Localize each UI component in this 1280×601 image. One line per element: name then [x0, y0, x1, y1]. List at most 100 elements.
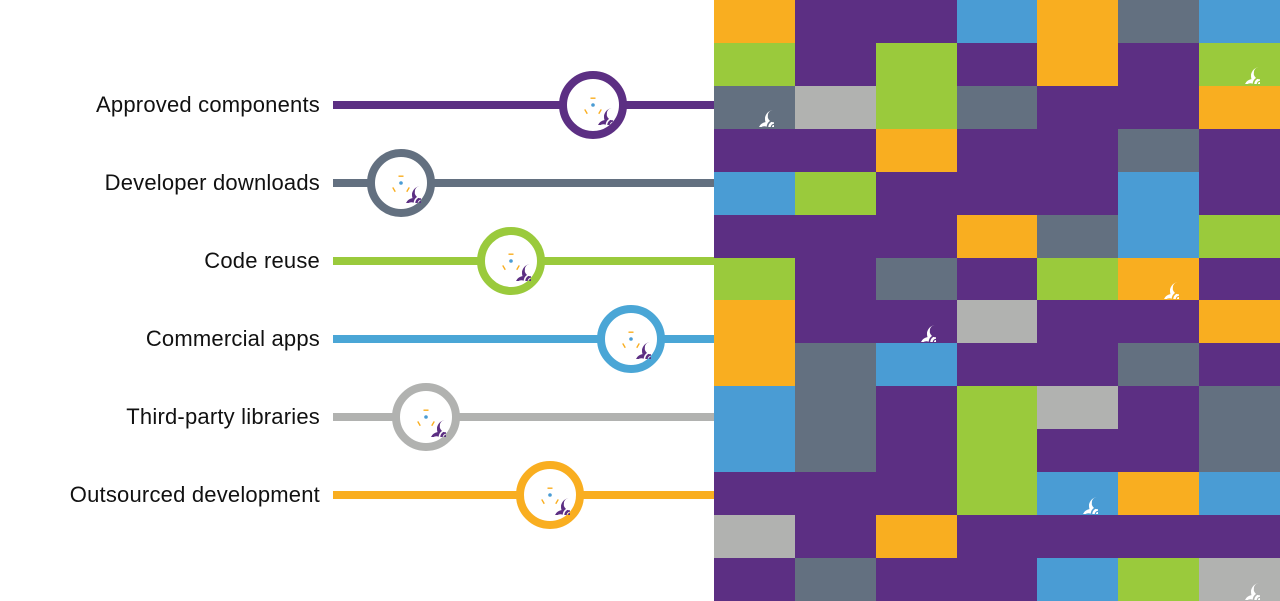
grid-cell — [1199, 85, 1280, 129]
grid-cell — [794, 558, 876, 601]
grid-cell — [875, 343, 957, 387]
grid-cell — [1037, 515, 1119, 559]
grid-cell — [1037, 0, 1119, 43]
source-label: Third-party libraries — [126, 404, 320, 429]
risk-grid — [714, 0, 1280, 601]
source-label: Commercial apps — [145, 326, 320, 351]
grid-cell — [875, 128, 957, 172]
grid-cell — [714, 85, 795, 129]
grid-cell — [714, 558, 795, 601]
grid-cell — [1037, 214, 1119, 258]
grid-cell — [956, 42, 1038, 86]
grid-cell — [956, 85, 1038, 129]
grid-cell — [794, 515, 876, 559]
grid-cell — [794, 171, 876, 215]
source-line — [333, 335, 714, 343]
grid-cell — [875, 515, 957, 559]
grid-cell — [1199, 558, 1280, 601]
grid-cell — [956, 472, 1038, 516]
grid-cell — [1118, 128, 1200, 172]
source-node — [597, 305, 665, 373]
grid-cell — [1037, 300, 1119, 344]
grid-cell — [714, 171, 795, 215]
grid-cell — [794, 300, 876, 344]
grid-cell — [1037, 558, 1119, 601]
grid-cell — [1118, 343, 1200, 387]
grid-cell — [875, 386, 957, 430]
source-node — [367, 149, 435, 217]
grid-cell — [794, 0, 876, 43]
grid-cell — [1118, 42, 1200, 86]
grid-cell — [956, 515, 1038, 559]
grid-cell — [1037, 42, 1119, 86]
grid-cell — [956, 214, 1038, 258]
grid-cell — [714, 42, 795, 86]
grid-cell — [1118, 214, 1200, 258]
grid-cell — [875, 171, 957, 215]
biohazard-icon — [502, 253, 531, 281]
grid-cell — [1118, 0, 1200, 43]
grid-cell — [1118, 300, 1200, 344]
grid-cell — [714, 386, 795, 430]
grid-cell — [956, 429, 1038, 473]
grid-cell — [1199, 128, 1280, 172]
source-label: Code reuse — [204, 248, 320, 273]
grid-cell — [794, 429, 876, 473]
source-node — [516, 461, 584, 529]
grid-cell — [1199, 472, 1280, 516]
grid-cell — [714, 515, 795, 559]
grid-cell — [714, 257, 795, 301]
grid-cell — [956, 257, 1038, 301]
grid-cell — [1037, 429, 1119, 473]
grid-cell — [794, 472, 876, 516]
grid-cell — [1199, 214, 1280, 258]
source-label: Outsourced development — [69, 482, 320, 507]
grid-cell — [794, 42, 876, 86]
grid-cell — [714, 472, 795, 516]
grid-cell — [1199, 257, 1280, 301]
grid-cell — [1037, 171, 1119, 215]
source-node — [392, 383, 460, 451]
grid-cell — [1037, 343, 1119, 387]
grid-cell — [1037, 472, 1119, 516]
grid-cell — [714, 429, 795, 473]
biohazard-icon — [392, 175, 421, 203]
grid-cell — [1199, 429, 1280, 473]
grid-cell — [875, 257, 957, 301]
source-node — [559, 71, 627, 139]
grid-cell — [1118, 171, 1200, 215]
grid-cell — [1118, 429, 1200, 473]
grid-cell — [794, 257, 876, 301]
grid-cell — [875, 472, 957, 516]
grid-cell — [956, 0, 1038, 43]
source-line — [333, 179, 714, 187]
grid-cell — [794, 128, 876, 172]
grid-cell — [714, 343, 795, 387]
grid-cell — [875, 42, 957, 86]
grid-cell — [956, 300, 1038, 344]
grid-cell — [875, 0, 957, 43]
grid-cell — [956, 386, 1038, 430]
biohazard-icon — [896, 302, 936, 342]
source-label: Developer downloads — [104, 170, 320, 195]
grid-cell — [956, 171, 1038, 215]
grid-cell — [1037, 386, 1119, 430]
source-label: Approved components — [96, 92, 320, 117]
biohazard-icon — [417, 409, 446, 437]
grid-cell — [794, 85, 876, 129]
grid-cell — [875, 558, 957, 601]
biohazard-icon — [1220, 560, 1260, 600]
grid-cell — [875, 429, 957, 473]
biohazard-icon — [584, 97, 613, 125]
grid-cell — [794, 386, 876, 430]
grid-cell — [956, 343, 1038, 387]
grid-cell — [714, 0, 795, 43]
biohazard-icon — [1139, 259, 1179, 299]
grid-cell — [1118, 257, 1200, 301]
source-node — [477, 227, 545, 295]
grid-cell — [1199, 42, 1280, 86]
grid-cell — [714, 128, 795, 172]
grid-cell — [1118, 558, 1200, 601]
grid-cell — [1037, 128, 1119, 172]
source-line — [333, 101, 714, 109]
